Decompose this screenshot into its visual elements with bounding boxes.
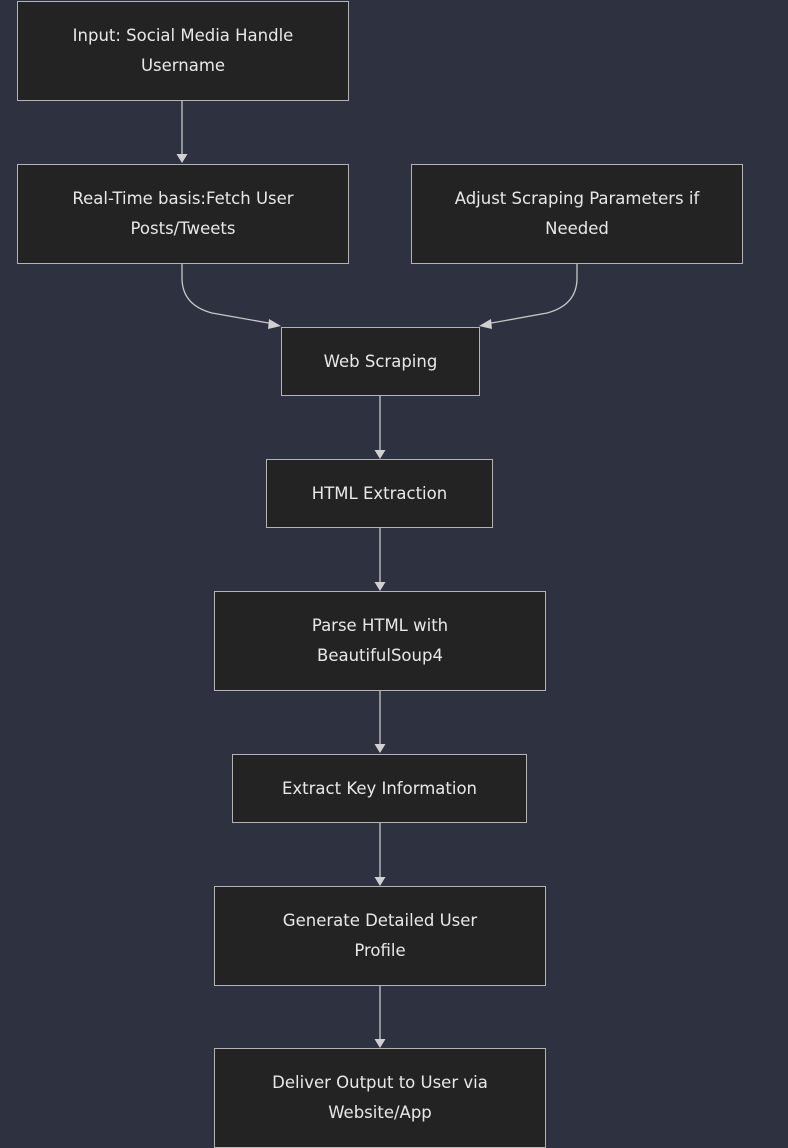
arrowhead-scraping-to-extraction bbox=[374, 450, 386, 459]
node-fetch: Real-Time basis:Fetch User Posts/Tweets bbox=[17, 164, 349, 264]
arrowhead-parse-to-extract-key bbox=[374, 744, 386, 753]
node-extraction-label: HTML Extraction bbox=[311, 483, 448, 503]
arrowhead-extract-key-to-profile bbox=[374, 877, 386, 886]
node-extract-key-label: Extract Key Information bbox=[281, 778, 477, 798]
node-profile: Generate Detailed User Profile bbox=[214, 886, 546, 986]
node-profile-label: Generate Detailed User Profile bbox=[282, 911, 478, 960]
arrowhead-fetch-to-scraping bbox=[268, 319, 281, 329]
node-adjust-label: Adjust Scraping Parameters if Needed bbox=[454, 189, 700, 238]
arrowhead-adjust-to-scraping bbox=[479, 319, 492, 329]
edge-fetch-to-scraping bbox=[181, 264, 275, 325]
node-input: Input: Social Media Handle Username bbox=[17, 1, 349, 101]
node-deliver: Deliver Output to User via Website/App bbox=[214, 1048, 546, 1148]
node-scraping-label: Web Scraping bbox=[323, 351, 438, 371]
node-extract-key: Extract Key Information bbox=[232, 754, 527, 823]
arrowhead-profile-to-deliver bbox=[374, 1039, 386, 1048]
node-extraction: HTML Extraction bbox=[266, 459, 493, 528]
node-parse-label: Parse HTML with BeautifulSoup4 bbox=[311, 616, 449, 665]
arrowhead-input-to-fetch bbox=[176, 154, 188, 163]
node-input-label: Input: Social Media Handle Username bbox=[72, 26, 294, 75]
edge-adjust-to-scraping bbox=[485, 264, 578, 325]
node-scraping: Web Scraping bbox=[281, 327, 480, 396]
arrowhead-extraction-to-parse bbox=[374, 582, 386, 591]
node-deliver-label: Deliver Output to User via Website/App bbox=[272, 1073, 488, 1122]
node-fetch-label: Real-Time basis:Fetch User Posts/Tweets bbox=[72, 189, 294, 238]
node-parse: Parse HTML with BeautifulSoup4 bbox=[214, 591, 546, 691]
node-adjust: Adjust Scraping Parameters if Needed bbox=[411, 164, 743, 264]
